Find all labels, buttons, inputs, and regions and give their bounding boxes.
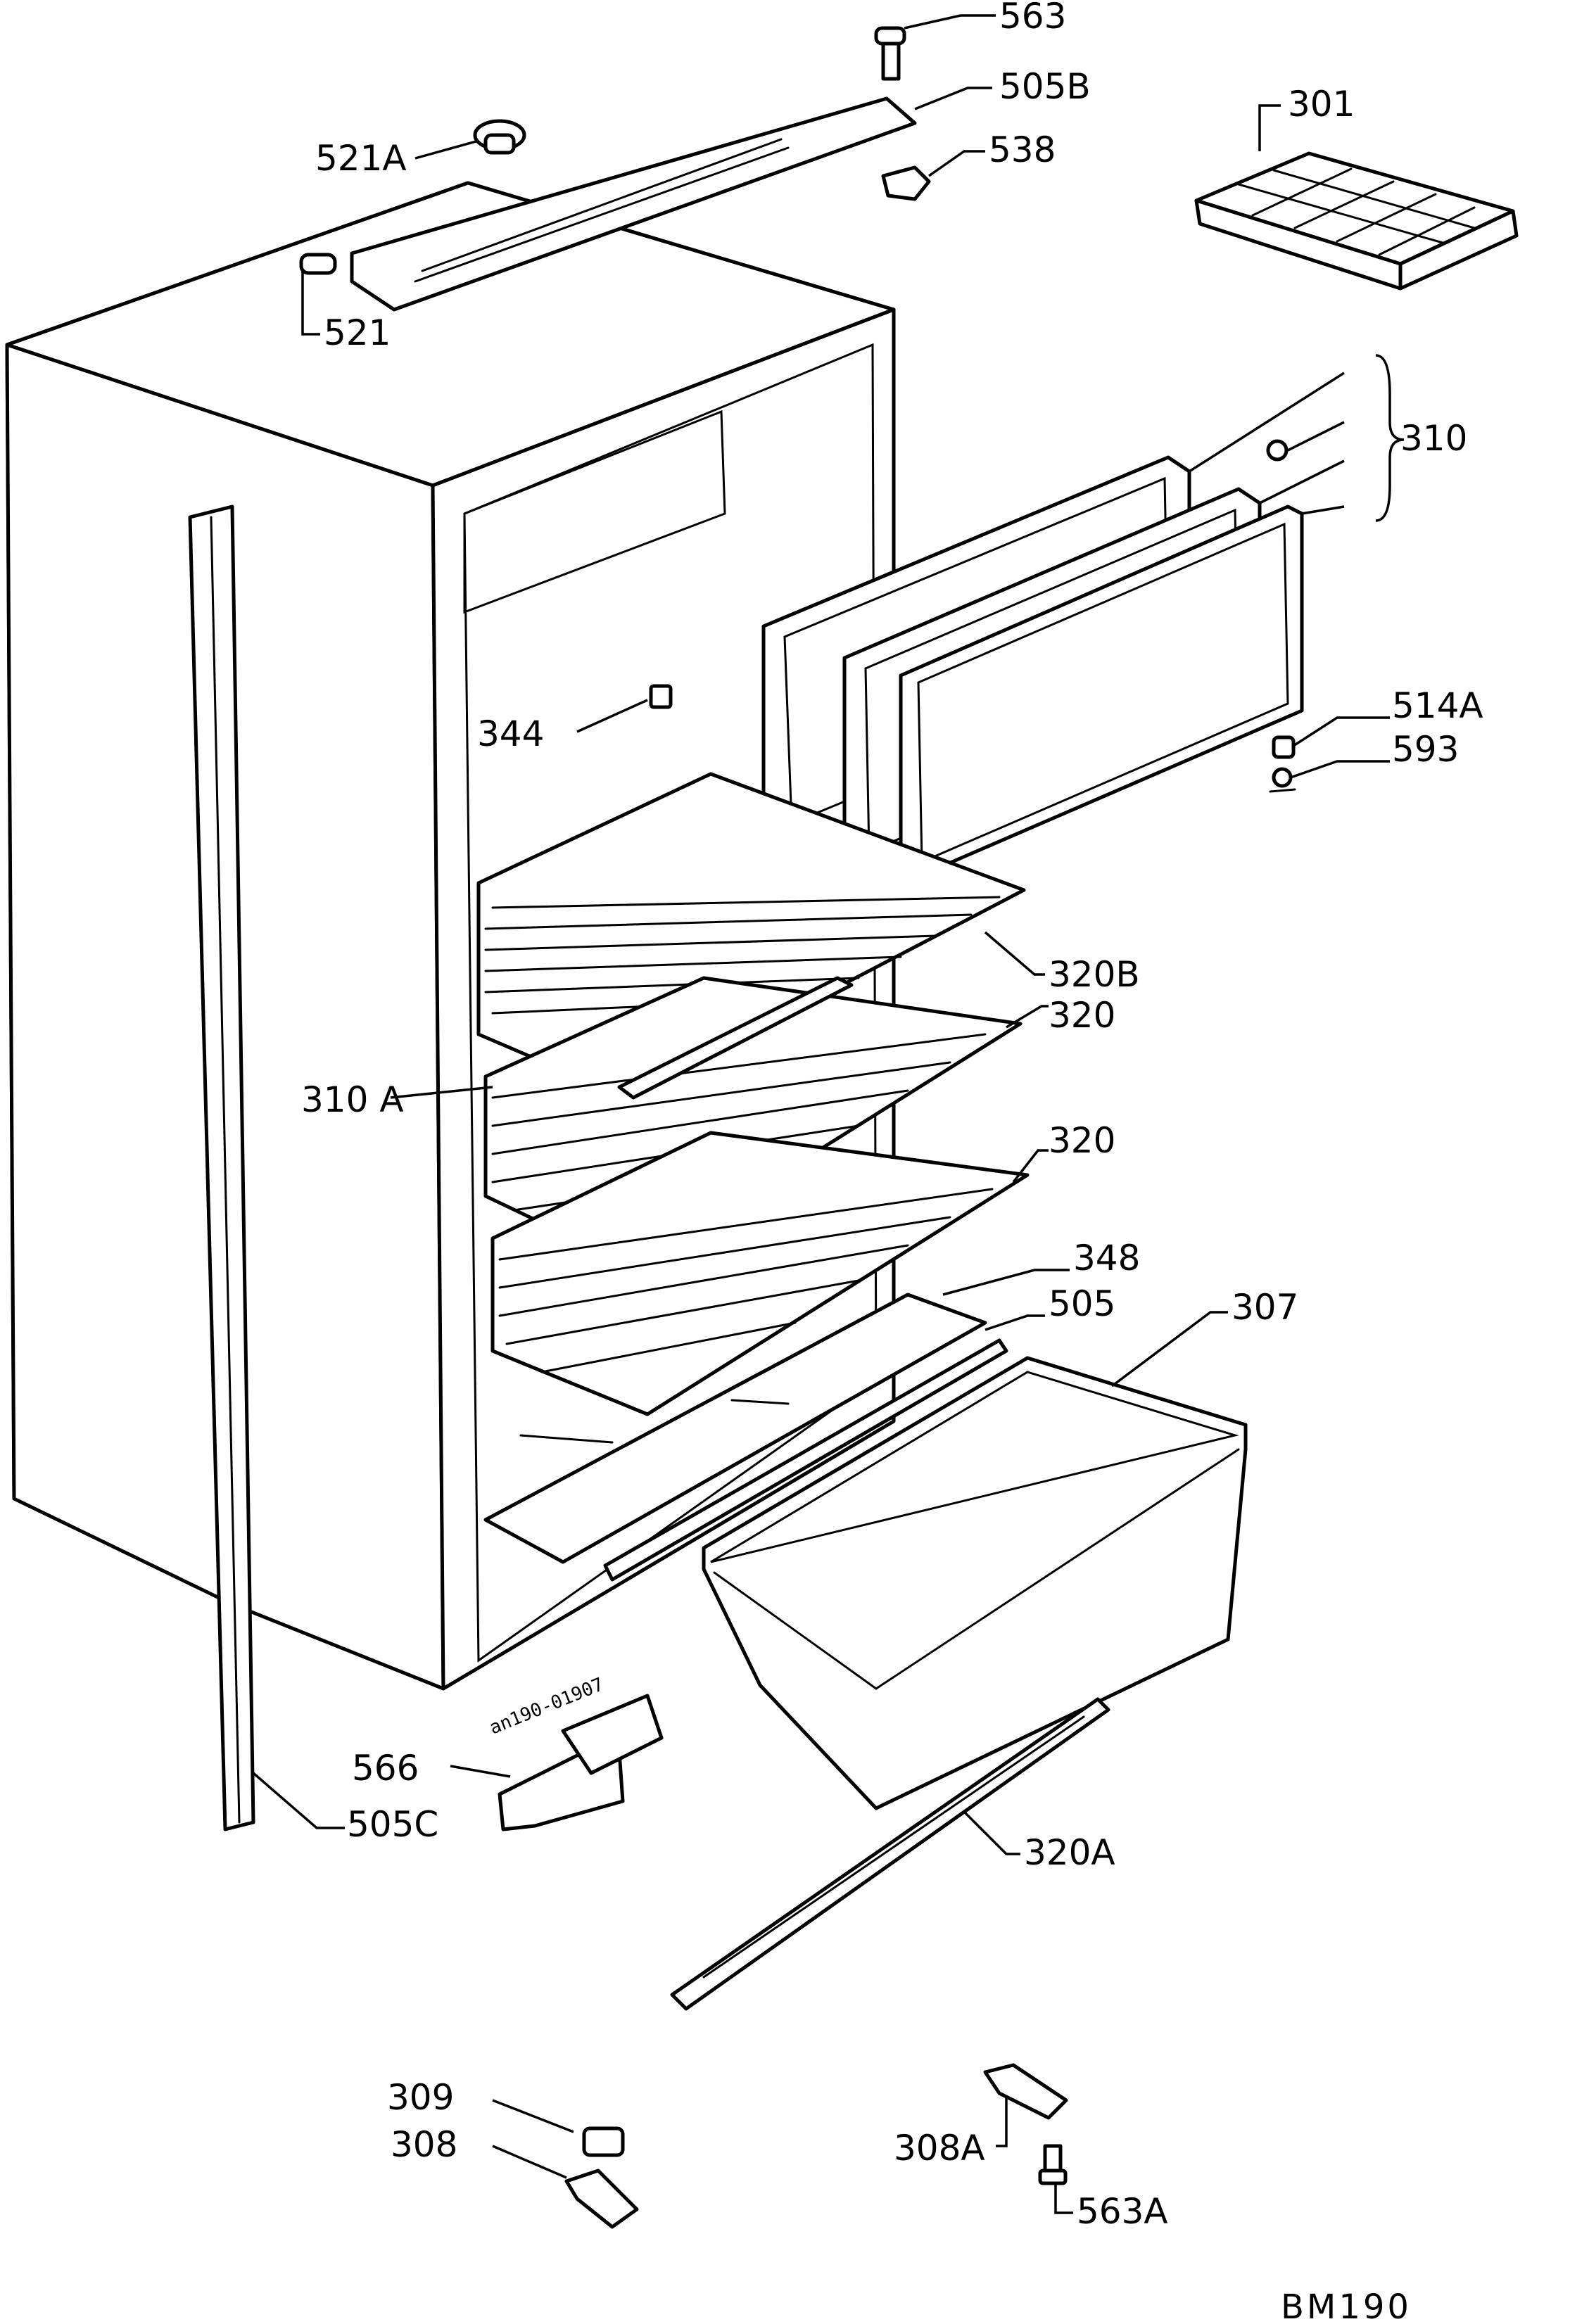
door-gasket-505c: [188, 504, 255, 1831]
label-514a: 514A: [1392, 685, 1483, 726]
label-563: 563: [999, 0, 1066, 37]
nut-514a: [1272, 735, 1296, 759]
hinge-308a: [983, 2063, 1068, 2120]
label-521a: 521A: [315, 138, 407, 179]
label-593: 593: [1392, 729, 1459, 770]
label-521: 521: [324, 312, 391, 353]
label-307: 307: [1232, 1287, 1298, 1328]
label-505c: 505C: [347, 1804, 438, 1845]
label-320b: 320B: [1049, 954, 1140, 995]
part-labels: 563 505B 521A 538 301 521 310 344 514A 5…: [301, 0, 1483, 2324]
rail-505: [603, 1338, 1008, 1582]
label-320a: 320A: [1024, 1832, 1115, 1873]
screw-563: [874, 26, 906, 81]
top-hinge-plate-505b: [350, 96, 917, 312]
glass-shelf-348: [483, 1293, 987, 1564]
label-320-lower: 320: [1049, 1120, 1115, 1161]
hinge-308: [564, 2169, 639, 2229]
label-308: 308: [391, 2124, 457, 2165]
drawing-code: BM190: [1281, 2287, 1412, 2324]
label-320-upper: 320: [1049, 995, 1115, 1036]
label-505b: 505B: [999, 66, 1091, 107]
clip-538: [881, 165, 931, 201]
screw-593: [1269, 767, 1296, 793]
cap-521a: [473, 119, 526, 155]
label-538: 538: [989, 129, 1056, 170]
hinge-566: [498, 1694, 664, 1831]
label-563a: 563A: [1077, 2191, 1168, 2232]
screw-563a: [1038, 2144, 1068, 2185]
door-screw-310: [1266, 439, 1289, 462]
label-310a: 310 A: [301, 1079, 404, 1120]
label-301: 301: [1288, 84, 1355, 125]
plug-521: [299, 253, 337, 275]
label-566: 566: [352, 1748, 419, 1789]
foot-309: [582, 2126, 625, 2157]
support-bar-320a: [670, 1697, 1110, 2011]
label-310: 310: [1400, 418, 1467, 459]
shelf-support-310a: [617, 976, 854, 1100]
label-309: 309: [387, 2077, 454, 2118]
label-308a: 308A: [894, 2128, 985, 2169]
brace-310: [1375, 354, 1405, 522]
label-505: 505: [1049, 1283, 1115, 1324]
label-348: 348: [1073, 1238, 1140, 1278]
ice-tray-301: [1194, 151, 1519, 291]
label-344: 344: [477, 713, 544, 754]
leader-lines: [252, 14, 1390, 2214]
crisper-drawer-307: [702, 1356, 1248, 1810]
shelf-320-lower: [490, 1131, 1030, 1416]
bracket-344: [649, 684, 673, 709]
